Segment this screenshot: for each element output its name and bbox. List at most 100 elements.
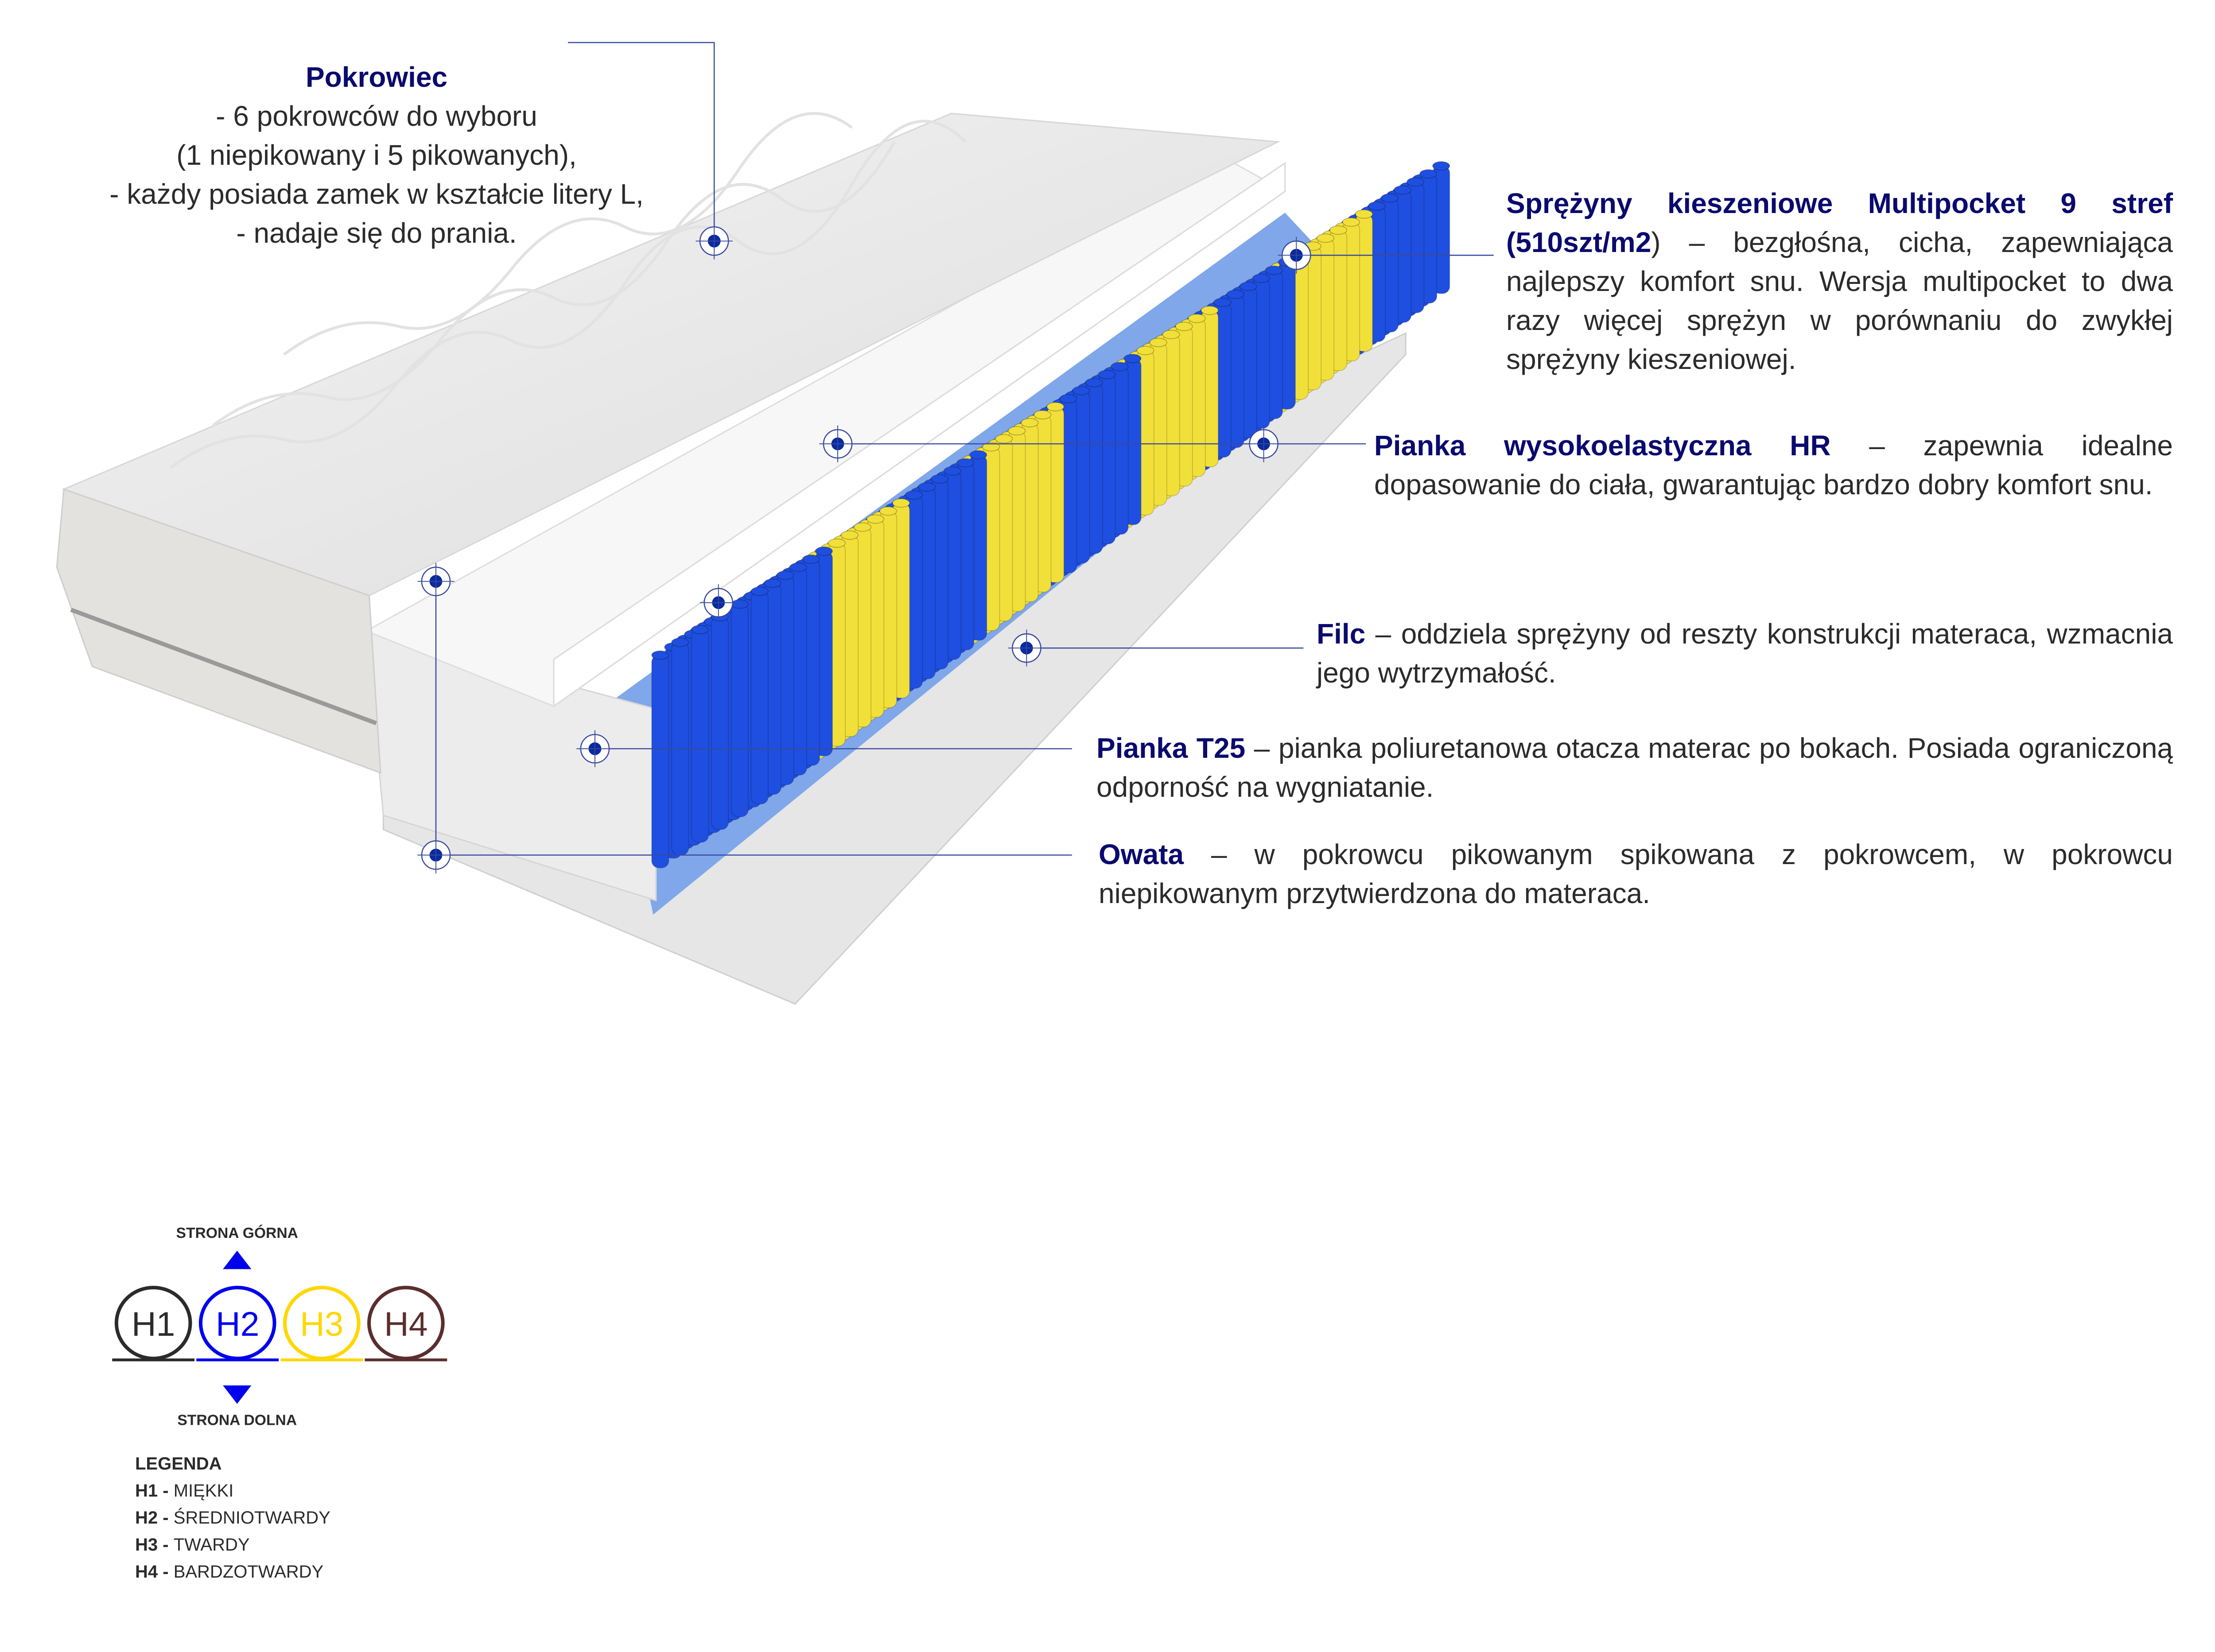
spring-top [1072, 386, 1090, 396]
spring-top [1201, 306, 1219, 315]
callout-pianka-t25: Pianka T25 – pianka poliuretanowa otacza… [1096, 729, 2173, 807]
spring-top [1059, 394, 1077, 403]
spring-top [750, 586, 769, 596]
spring-top [1432, 161, 1450, 171]
callout-body: – zapewnia idealne dopasowanie do ciała,… [1374, 430, 2173, 500]
legend-sep: - [158, 1562, 174, 1582]
callout-body: – bezgłośna, cicha, zapewniająca najleps… [1506, 226, 2173, 375]
spring-top [671, 637, 689, 647]
spring-top [1008, 426, 1026, 436]
callout-title: Filc [1317, 618, 1366, 650]
spring-top [982, 442, 1000, 452]
top-hr-foam-front [553, 162, 1286, 708]
spring-top [1213, 298, 1232, 307]
hardness-circle-h2 [198, 1286, 276, 1361]
spring-top [892, 498, 910, 508]
callout-body: – oddziela sprężyny od reszty konstrukcj… [1317, 618, 2173, 689]
spring-top [731, 599, 749, 609]
top-side-label: STRONA GÓRNA [176, 1225, 298, 1241]
spring-coil [651, 655, 669, 869]
cover-front [56, 488, 381, 774]
legend-code: H3 [135, 1535, 158, 1555]
arrow-down-icon [223, 1385, 252, 1404]
spring-top [1162, 330, 1180, 339]
legend-label: MIĘKKI [173, 1481, 234, 1501]
hardness-label: H4 [384, 1305, 427, 1343]
spring-top [840, 530, 859, 540]
spring-top [1175, 322, 1193, 331]
pointer-marker-icon [696, 222, 733, 260]
spring-top [1419, 169, 1438, 179]
spring-top [1111, 362, 1129, 372]
hardness-circle-h4 [367, 1286, 445, 1361]
spring-top [1355, 209, 1373, 219]
pointer-marker-icon [1245, 425, 1282, 462]
callout-sprezyny: Sprężyny kieszeniowe Multipocket 9 stref… [1506, 184, 2173, 379]
spring-top [1265, 265, 1283, 275]
spring-top [691, 624, 709, 635]
spring-top [866, 514, 885, 524]
callout-line: - każdy posiada zamek w kształcie litery… [109, 178, 644, 210]
legend-sep: - [158, 1508, 174, 1528]
legend-item: H2 - ŚREDNIOTWARDY [135, 1505, 330, 1532]
spring-coil [711, 616, 729, 830]
spring-top [930, 474, 949, 484]
spring-top [943, 466, 962, 476]
spring-top [1085, 378, 1103, 388]
spring-top [1226, 290, 1244, 299]
legend-item: H4 - BARDZOTWARDY [135, 1559, 330, 1586]
legend-title: LEGENDA [135, 1454, 222, 1474]
spring-top [905, 490, 923, 500]
spring-top [1393, 185, 1412, 195]
spring-top [763, 578, 781, 588]
spring-top [1136, 345, 1154, 355]
spring-top [1188, 314, 1206, 323]
spring-top [1316, 233, 1335, 243]
spring-top [1239, 281, 1257, 291]
pointer-marker-icon [576, 730, 614, 768]
bottom-side-label: STRONA DOLNA [177, 1412, 297, 1429]
callout-line: - 6 pokrowców do wyboru [216, 100, 537, 132]
callout-body: – w pokrowcu pikowanym spikowana z pokro… [1099, 838, 2173, 909]
spring-top [995, 434, 1013, 444]
spring-top [917, 482, 936, 492]
spring-coil [750, 591, 769, 805]
pointer-marker-icon [417, 563, 455, 600]
callout-title: Pianka T25 [1096, 732, 1246, 764]
hardness-circle-h1 [114, 1286, 192, 1361]
spring-top [853, 522, 872, 532]
callout-title: Sprężyny kieszeniowe Multipocket 9 stref… [1506, 187, 2173, 258]
legend-label: ŚREDNIOTWARDY [173, 1508, 330, 1528]
spring-top [1252, 273, 1271, 283]
legend-sep: - [158, 1535, 174, 1555]
legend-code: H2 [135, 1508, 158, 1528]
pocket-springs [651, 161, 1450, 869]
legend-label: TWARDY [173, 1535, 250, 1555]
spring-top [1021, 418, 1039, 428]
hardness-label: H1 [132, 1305, 175, 1343]
spring-top [828, 538, 846, 548]
callout-filc: Filc – oddziela sprężyny od reszty konst… [1317, 614, 2173, 692]
legend: LEGENDA H1 - MIĘKKI H2 - ŚREDNIOTWARDY H… [135, 1450, 330, 1586]
legend-code: H4 [135, 1562, 158, 1582]
callout-owata: Owata – w pokrowcu pikowanym spikowana z… [1099, 835, 2173, 913]
cover-quilting-pattern [169, 112, 967, 469]
legend-item: H3 - TWARDY [135, 1532, 330, 1559]
pointer-marker-icon [417, 837, 455, 874]
spring-top [651, 650, 669, 660]
pointer-marker-icon [1278, 237, 1315, 274]
legend-item: H1 - MIĘKKI [135, 1477, 330, 1505]
callout-title: Pianka wysokoelastyczna HR [1374, 430, 1831, 461]
callout-line: - nadaje się do prania. [236, 217, 517, 249]
spring-top [1123, 353, 1142, 364]
spring-top [1098, 370, 1116, 380]
spring-top [1368, 201, 1386, 211]
spring-top [802, 555, 820, 564]
callout-pokrowiec: Pokrowiec - 6 pokrowców do wyboru (1 nie… [89, 58, 664, 252]
spring-coil [691, 629, 709, 843]
hardness-circle-h3 [283, 1286, 361, 1361]
spring-top [1034, 410, 1052, 419]
spring-top [956, 458, 975, 468]
